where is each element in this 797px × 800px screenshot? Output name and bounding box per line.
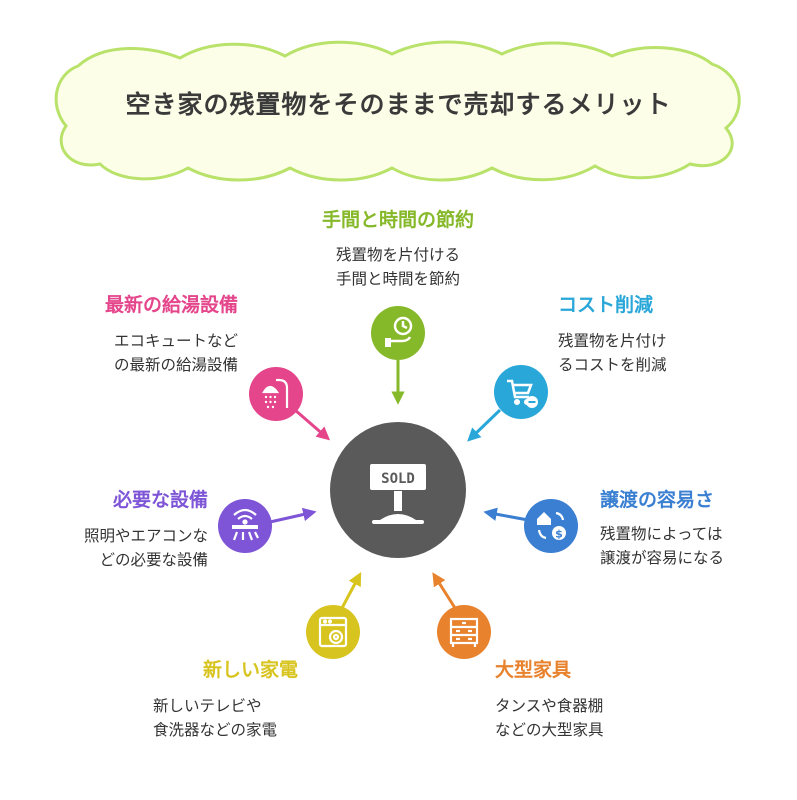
arrow-cost <box>467 408 502 442</box>
desc-appliance-1: 新しいテレビや <box>153 697 262 715</box>
arrow-appliance <box>340 572 362 609</box>
node-furniture <box>437 605 491 659</box>
desc-transfer-2: 譲渡が容易になる <box>600 549 725 567</box>
node-transfer <box>524 499 578 553</box>
svg-text:$: $ <box>555 528 563 541</box>
label-transfer: 譲渡の容易さ <box>600 489 715 511</box>
desc-time-1: 残置物を片付ける <box>335 246 460 264</box>
clock-hand-icon <box>385 316 413 347</box>
page-title: 空き家の残置物をそのままで売却するメリット <box>125 90 672 119</box>
arrow-boiler <box>294 408 331 441</box>
air-conditioner-icon <box>232 508 259 541</box>
desc-furniture-2: などの大型家具 <box>495 721 604 739</box>
desc-transfer-1: 残置物によっては <box>600 525 723 543</box>
cart-minus-icon <box>507 379 538 408</box>
label-cost: コスト削減 <box>558 294 654 316</box>
desc-equipment-2: どの必要な設備 <box>99 551 208 569</box>
label-appliance: 新しい家電 <box>202 659 298 681</box>
label-time: 手間と時間の節約 <box>321 209 474 231</box>
desc-time-2: 手間と時間を節約 <box>335 270 460 288</box>
desc-equipment-1: 照明やエアコンな <box>83 527 208 545</box>
label-equipment: 必要な設備 <box>112 489 208 511</box>
label-furniture: 大型家具 <box>495 659 572 681</box>
desc-furniture-1: タンスや食器棚 <box>495 697 604 715</box>
node-boiler <box>249 367 303 421</box>
desc-boiler-1: エコキュートなど <box>113 332 238 350</box>
arrow-furniture <box>432 572 457 609</box>
arrow-transfer <box>483 507 529 522</box>
house-exchange-icon: $ <box>537 511 566 541</box>
desc-appliance-2: 食洗器などの家電 <box>153 721 278 739</box>
shower-icon <box>262 378 289 409</box>
arrow-equipment <box>269 507 317 524</box>
desc-boiler-2: の最新の給湯設備 <box>113 356 238 374</box>
dishwasher-icon <box>318 616 348 648</box>
sold-sign-text: SOLD <box>381 471 415 487</box>
desc-cost-1: 残置物を片付け <box>558 332 667 350</box>
label-boiler: 最新の給湯設備 <box>104 294 238 316</box>
title-cloud <box>54 40 741 182</box>
desc-cost-2: るコストを削減 <box>558 356 667 374</box>
sold-sign-icon: SOLD <box>368 462 428 524</box>
dresser-icon <box>449 617 479 647</box>
